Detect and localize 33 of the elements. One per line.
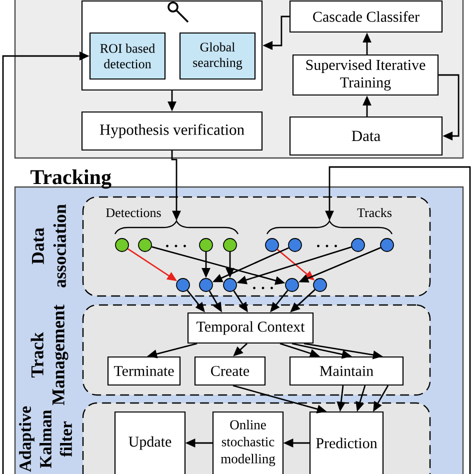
region-heading: Adaptive Kalman filter bbox=[19, 406, 72, 472]
process-box: ROI based detection bbox=[89, 32, 166, 80]
process-box: Hypothesis verification bbox=[81, 111, 263, 151]
circle-node bbox=[223, 238, 237, 252]
circle-node bbox=[223, 278, 237, 292]
ellipsis: . . . bbox=[166, 244, 186, 248]
process-box: Update bbox=[114, 411, 186, 474]
region-heading: Data association bbox=[32, 204, 66, 288]
region-heading: Track Management bbox=[30, 304, 68, 406]
process-box: Terminate bbox=[107, 356, 181, 386]
panel-title: Tracking bbox=[30, 169, 112, 189]
process-box: Cascade Classifer bbox=[289, 0, 443, 33]
circle-node bbox=[288, 238, 302, 252]
process-box: Global searching bbox=[179, 32, 256, 80]
process-box: Prediction bbox=[309, 411, 384, 474]
circle-node bbox=[199, 278, 213, 292]
circle-node bbox=[199, 238, 213, 252]
process-box: Supervised Iterative Training bbox=[292, 54, 439, 96]
process-box: Temporal Context bbox=[187, 312, 314, 344]
process-box: Online stochastic modelling bbox=[212, 411, 284, 474]
circle-node bbox=[115, 238, 129, 252]
ellipsis: . . . bbox=[253, 286, 273, 290]
circle-node bbox=[380, 238, 394, 252]
process-box: Create bbox=[194, 356, 266, 386]
process-box: Data bbox=[289, 116, 443, 156]
circle-node bbox=[351, 238, 365, 252]
process-box: Maintain bbox=[289, 356, 404, 386]
circle-node bbox=[285, 278, 299, 292]
ellipsis: . . . bbox=[317, 244, 337, 248]
circle-node bbox=[265, 238, 279, 252]
circle-node bbox=[176, 278, 190, 292]
circle-node bbox=[313, 278, 327, 292]
circle-node bbox=[138, 238, 152, 252]
